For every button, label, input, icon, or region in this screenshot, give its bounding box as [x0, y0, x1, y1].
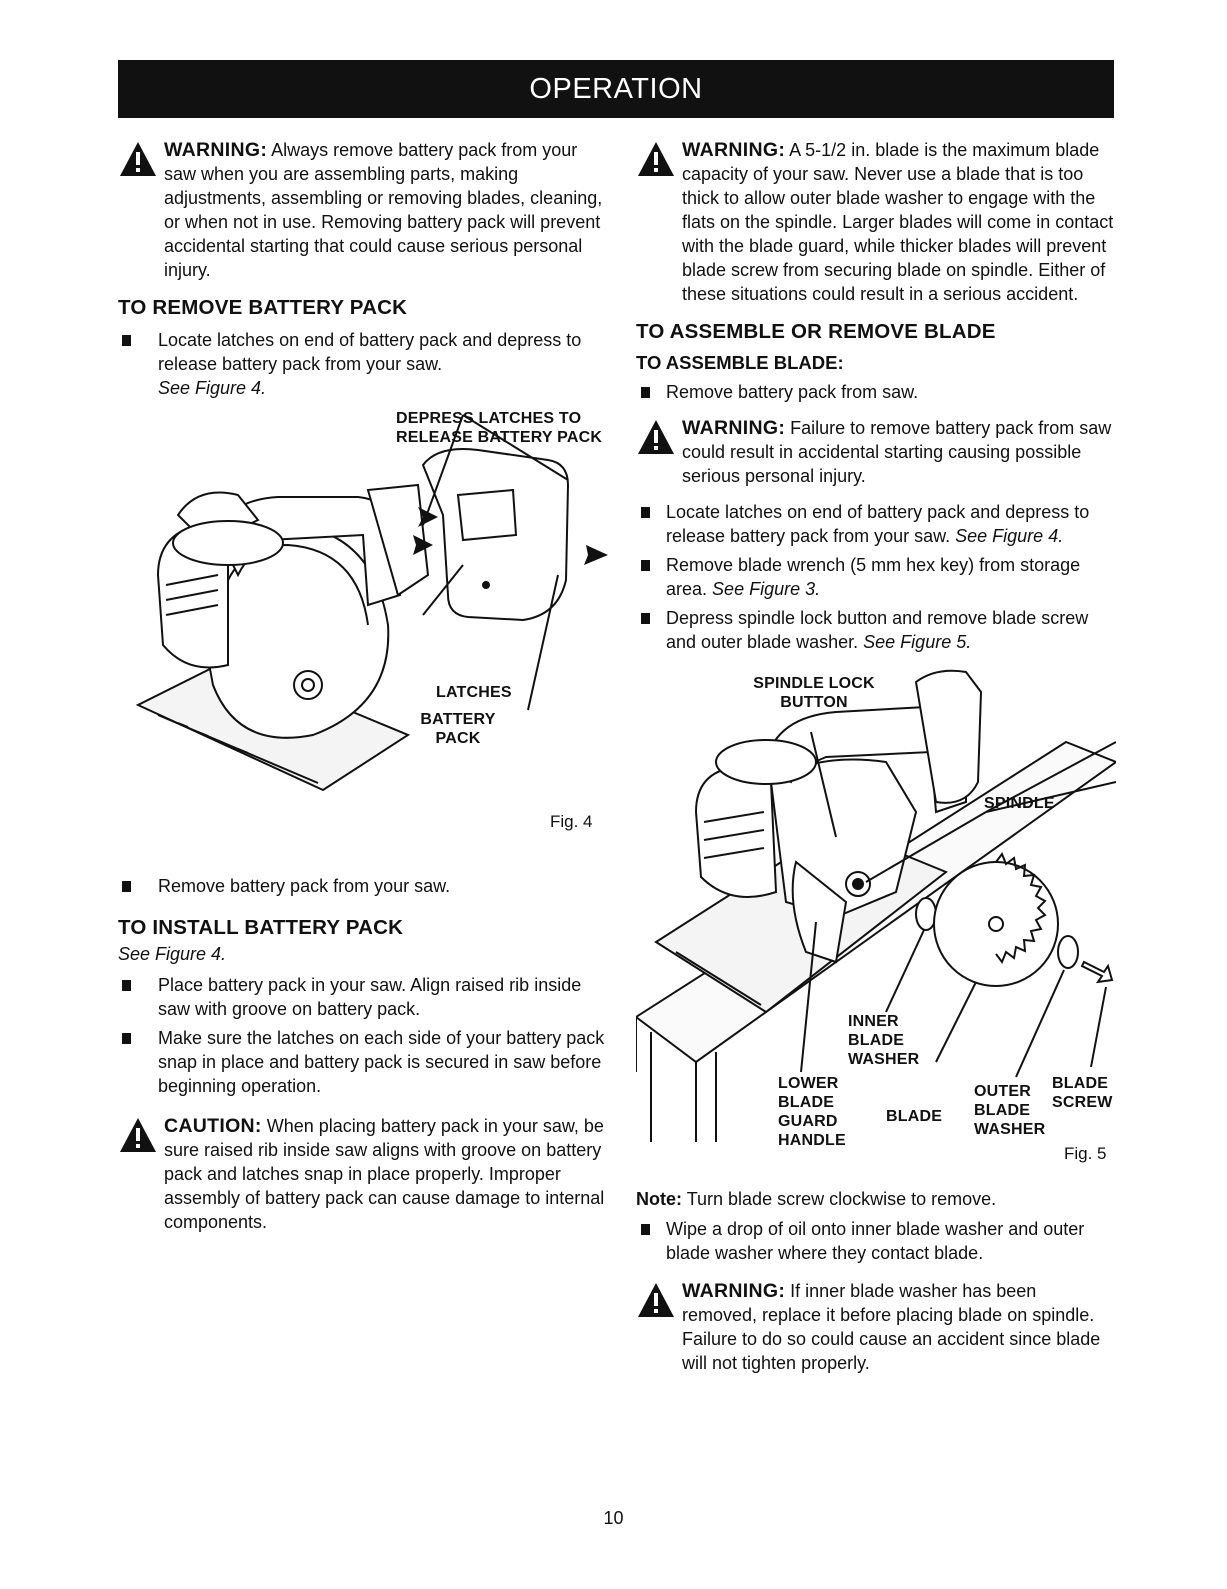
assemble-step-remove: Remove battery pack from saw.	[636, 380, 1116, 404]
warning-triangle-icon	[120, 1118, 156, 1152]
list-item: Make sure the latches on each side of yo…	[118, 1026, 608, 1098]
caution-battery-placement: CAUTION: When placing battery pack in yo…	[118, 1114, 608, 1234]
subheading-assemble-blade: TO ASSEMBLE BLADE:	[636, 352, 844, 373]
warning-remove-battery: WARNING: Always remove battery pack from…	[118, 138, 608, 282]
step-text: Remove battery pack from your saw.	[158, 876, 451, 896]
bullet-icon	[122, 335, 131, 346]
warning-text: Failure to remove battery pack from saw …	[682, 418, 1112, 486]
remove-battery-step-2: Remove battery pack from your saw.	[118, 874, 608, 898]
warning-text: A 5-1/2 in. blade is the maximum blade c…	[682, 140, 1114, 304]
page-number: 10	[603, 1508, 624, 1528]
callout-spindle: SPINDLE	[984, 795, 1055, 812]
section-header-operation: OPERATION	[118, 60, 1114, 118]
callout-depress-latches: DEPRESS LATCHES TO RELEASE BATTERY PACK	[396, 410, 603, 446]
bullet-icon	[641, 560, 650, 571]
figure-reference: See Figure 4.	[158, 378, 267, 398]
note-text: Turn blade screw clockwise to remove.	[686, 1189, 997, 1209]
warning-label: WARNING:	[682, 417, 786, 439]
figure-5-label: Fig. 5	[1064, 1144, 1107, 1163]
warning-text: Always remove battery pack from your saw…	[164, 140, 603, 280]
install-battery-steps: Place battery pack in your saw. Align ra…	[118, 973, 608, 1098]
heading-remove-battery-pack: TO REMOVE BATTERY PACK	[118, 296, 408, 319]
bullet-icon	[641, 507, 650, 518]
list-item: Wipe a drop of oil onto inner blade wash…	[636, 1217, 1116, 1265]
list-item: Remove battery pack from saw.	[636, 380, 1116, 404]
figure-4: DEPRESS LATCHES TO RELEASE BATTERY PACK	[118, 405, 608, 860]
list-item: Remove blade wrench (5 mm hex key) from …	[636, 553, 1116, 601]
step-text: Remove blade wrench (5 mm hex key) from …	[666, 555, 1081, 599]
callout-lower-blade-guard-handle: LOWER BLADE GUARD HANDLE	[778, 1075, 846, 1149]
warning-inner-washer: WARNING: If inner blade washer has been …	[636, 1279, 1116, 1375]
callout-spindle-lock-button: SPINDLE LOCK BUTTON	[753, 675, 875, 711]
step-text: Depress spindle lock button and remove b…	[666, 608, 1089, 652]
warning-blade-capacity: WARNING: A 5-1/2 in. blade is the maximu…	[636, 138, 1116, 306]
figure-5: SPINDLE LOCK BUTTON SPINDLE INNER BLADE …	[636, 662, 1116, 1177]
warning-text: If inner blade washer has been removed, …	[682, 1281, 1101, 1373]
bullet-icon	[641, 613, 650, 624]
bullet-icon	[122, 1033, 131, 1044]
warning-triangle-icon	[638, 420, 674, 454]
callout-latches: LATCHES	[436, 684, 512, 701]
figure-reference: See Figure 4.	[955, 526, 1064, 546]
callout-battery-pack: BATTERY PACK	[420, 711, 496, 747]
warning-accidental-start: WARNING: Failure to remove battery pack …	[636, 416, 1116, 488]
bullet-icon	[122, 881, 131, 892]
figure-reference: See Figure 4.	[118, 944, 227, 964]
wipe-oil-step: Wipe a drop of oil onto inner blade wash…	[636, 1217, 1116, 1265]
warning-triangle-icon	[638, 142, 674, 176]
left-column: WARNING: Always remove battery pack from…	[118, 138, 608, 1246]
caution-text: When placing battery pack in your saw, b…	[164, 1116, 605, 1232]
warning-label: WARNING:	[164, 139, 268, 161]
figure-reference: See Figure 3.	[712, 579, 821, 599]
bullet-icon	[641, 1224, 650, 1235]
saw-battery-illustration	[135, 414, 608, 792]
callout-blade: BLADE	[886, 1108, 943, 1125]
step-text: Make sure the latches on each side of yo…	[158, 1028, 605, 1096]
list-item: Locate latches on end of battery pack an…	[636, 500, 1116, 548]
callout-blade-screw: BLADE SCREW	[1052, 1075, 1113, 1111]
figure-reference: See Figure 5.	[863, 632, 972, 652]
list-item: Depress spindle lock button and remove b…	[636, 606, 1116, 654]
warning-label: WARNING:	[682, 1280, 786, 1302]
caution-label: CAUTION:	[164, 1115, 262, 1137]
heading-install-battery-pack: TO INSTALL BATTERY PACK	[118, 916, 404, 939]
step-text: Locate latches on end of battery pack an…	[158, 330, 582, 374]
step-text: Wipe a drop of oil onto inner blade wash…	[666, 1219, 1085, 1263]
warning-label: WARNING:	[682, 139, 786, 161]
list-item: Remove battery pack from your saw.	[118, 874, 608, 898]
heading-assemble-remove-blade: TO ASSEMBLE OR REMOVE BLADE	[636, 320, 996, 343]
saw-blade-assembly-illustration	[636, 669, 1116, 1142]
step-text: Place battery pack in your saw. Align ra…	[158, 975, 582, 1019]
assemble-blade-steps: Locate latches on end of battery pack an…	[636, 500, 1116, 654]
figure-4-label: Fig. 4	[550, 812, 593, 831]
callout-inner-blade-washer: INNER BLADE WASHER	[848, 1013, 920, 1068]
note-label: Note:	[636, 1189, 682, 1209]
warning-triangle-icon	[120, 142, 156, 176]
list-item: Place battery pack in your saw. Align ra…	[118, 973, 608, 1021]
note-blade-screw: Note: Turn blade screw clockwise to remo…	[636, 1187, 1116, 1211]
right-column: WARNING: A 5-1/2 in. blade is the maximu…	[636, 138, 1116, 1387]
warning-triangle-icon	[638, 1283, 674, 1317]
callout-outer-blade-washer: OUTER BLADE WASHER	[974, 1083, 1046, 1138]
bullet-icon	[122, 980, 131, 991]
step-text: Remove battery pack from saw.	[666, 382, 919, 402]
bullet-icon	[641, 387, 650, 398]
step-text: Locate latches on end of battery pack an…	[666, 502, 1090, 546]
list-item: Locate latches on end of battery pack an…	[118, 328, 608, 400]
remove-battery-steps: Locate latches on end of battery pack an…	[118, 328, 608, 400]
